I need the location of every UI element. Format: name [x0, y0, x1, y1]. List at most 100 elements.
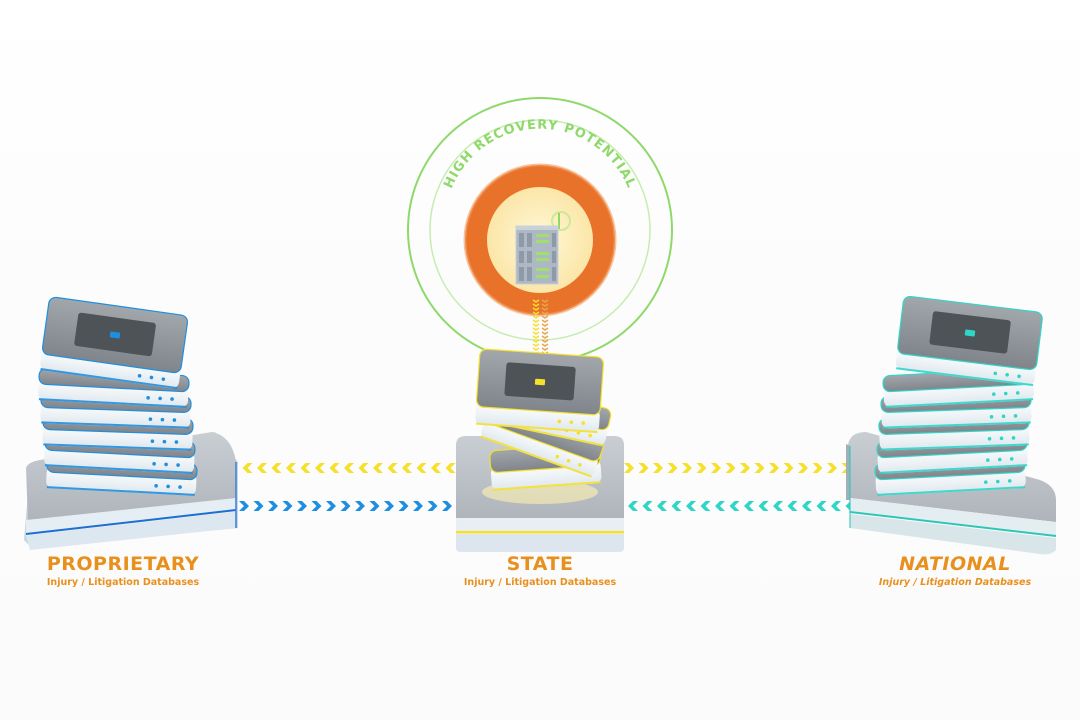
chevron-left-icon — [671, 501, 682, 511]
chevron-left-icon — [787, 501, 798, 511]
indicator-dot — [158, 396, 162, 401]
indicator-dot — [1013, 414, 1018, 418]
indicator-dot — [1015, 391, 1020, 395]
chevron-right-icon — [711, 463, 721, 473]
chevron-left-icon — [758, 501, 769, 511]
indicator-dot — [1007, 479, 1012, 483]
chevron-left-icon — [445, 463, 456, 473]
indicator-dot — [170, 397, 174, 401]
indicator-dot — [1003, 391, 1008, 396]
indicator-dot — [178, 485, 182, 489]
indicator-dot — [1011, 436, 1016, 440]
chevron-right-icon — [827, 463, 837, 473]
indicator-dot — [164, 462, 168, 467]
chevron-right-icon — [369, 501, 380, 511]
chevron-right-icon — [754, 463, 765, 473]
indicator-dot — [161, 377, 166, 381]
chevron-left-icon — [300, 463, 311, 473]
chevron-down-icon — [532, 347, 540, 351]
indicator-dot — [578, 463, 582, 467]
chevron-down-icon — [532, 343, 540, 347]
chevron-left-icon — [358, 463, 369, 473]
node-subtitle-national: Injury / Litigation Databases — [878, 577, 1032, 588]
indicator-dot — [983, 480, 988, 484]
node-subtitle-proprietary: Injury / Litigation Databases — [46, 577, 200, 588]
chevron-right-icon — [783, 463, 794, 473]
chevron-down-icon — [532, 339, 540, 343]
indicator-dot — [162, 439, 167, 444]
connectors — [210, 463, 870, 511]
status-led-icon — [109, 331, 121, 339]
chevron-right-icon — [297, 501, 307, 511]
chevron-down-icon — [532, 299, 540, 303]
inner-green-ring — [429, 119, 651, 341]
chevron-right-icon — [638, 463, 649, 473]
connector-state-to-national — [624, 463, 852, 473]
chevron-right-icon — [798, 463, 808, 473]
connector-badge-to-state — [532, 299, 549, 355]
chevron-right-icon — [268, 501, 278, 511]
chevron-left-icon — [729, 501, 740, 511]
chevron-left-icon — [257, 463, 267, 473]
chevron-down-icon — [532, 323, 540, 327]
chevron-right-icon — [653, 463, 663, 473]
chevron-left-icon — [773, 501, 783, 511]
indicator-dot — [1001, 414, 1006, 419]
chevron-left-icon — [242, 463, 253, 473]
chevron-down-icon — [532, 307, 540, 311]
chevron-down-icon — [532, 335, 540, 339]
chevron-right-icon — [384, 501, 394, 511]
chevron-down-icon — [541, 311, 549, 315]
chevron-left-icon — [373, 463, 383, 473]
chevron-down-icon — [532, 311, 540, 315]
chevron-down-icon — [541, 315, 549, 319]
connector-state-to-proprietary — [228, 463, 456, 473]
indicator-dot — [588, 433, 592, 438]
chevron-right-icon — [253, 501, 264, 511]
chevron-right-icon — [398, 501, 409, 511]
chevron-down-icon — [541, 327, 549, 331]
indicator-dot — [174, 440, 179, 444]
chevron-right-icon — [311, 501, 322, 511]
chevron-right-icon — [427, 501, 438, 511]
chevron-down-icon — [541, 335, 549, 339]
connector-proprietary-to-state — [210, 501, 452, 511]
indicator-dot — [555, 454, 560, 459]
chevron-right-icon — [239, 501, 249, 511]
chevron-left-icon — [642, 501, 653, 511]
indicator-dot — [148, 417, 153, 422]
server-unit-top — [40, 296, 189, 390]
chevron-right-icon — [340, 501, 351, 511]
node-title-national: NATIONAL — [899, 553, 1011, 575]
chevron-left-icon — [402, 463, 412, 473]
indicator-dot — [1005, 373, 1009, 377]
recovery-badge: HIGH RECOVERY POTENTIAL — [407, 97, 673, 363]
indicator-dot — [150, 439, 155, 444]
chevron-right-icon — [326, 501, 336, 511]
chevron-right-icon — [725, 463, 736, 473]
chevron-left-icon — [628, 501, 638, 511]
chevron-left-icon — [286, 463, 296, 473]
indicator-dot — [1009, 457, 1014, 461]
indicator-dot — [995, 479, 1000, 484]
chevron-down-icon — [541, 323, 549, 327]
chevron-left-icon — [816, 501, 827, 511]
indicator-dot — [557, 419, 562, 424]
chevron-right-icon — [812, 463, 823, 473]
chevron-right-icon — [624, 463, 634, 473]
chevron-left-icon — [387, 463, 398, 473]
indicator-dot — [581, 421, 586, 425]
indicator-dot — [985, 458, 990, 462]
chevron-left-icon — [431, 463, 441, 473]
chevron-right-icon — [442, 501, 452, 511]
node-subtitle-state: Injury / Litigation Databases — [463, 577, 617, 588]
chevron-down-icon — [541, 347, 549, 351]
node-title-proprietary: PROPRIETARY — [46, 553, 200, 575]
indicator-dot — [172, 418, 177, 422]
chevron-right-icon — [769, 463, 779, 473]
server-unit-top — [895, 295, 1043, 387]
chevron-down-icon — [532, 331, 540, 335]
chevron-left-icon — [831, 501, 841, 511]
chevron-down-icon — [541, 307, 549, 311]
chevron-left-icon — [329, 463, 340, 473]
